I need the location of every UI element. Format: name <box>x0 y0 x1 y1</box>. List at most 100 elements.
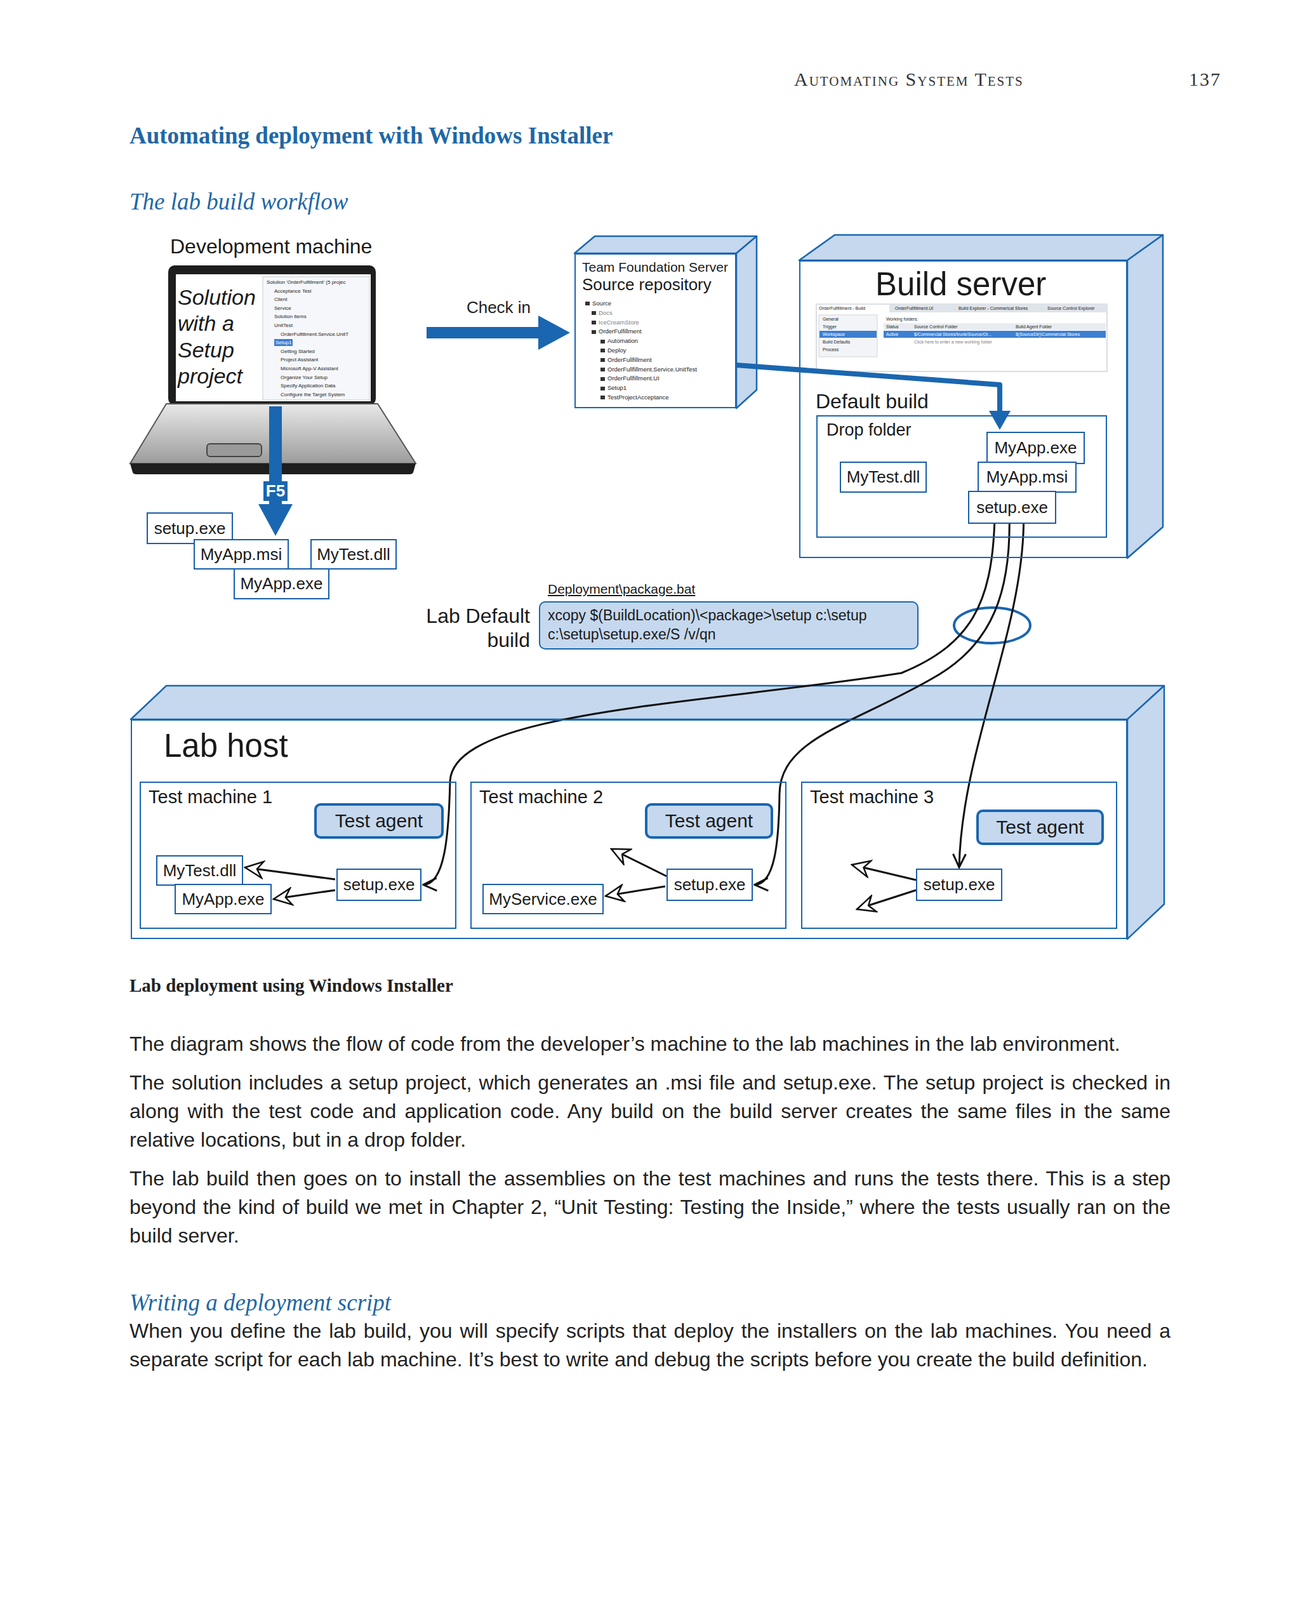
table-header <box>883 323 1106 331</box>
box-top-face <box>799 234 1163 261</box>
server-box: Build serverDefault buildDrop folderMyAp… <box>799 260 1128 558</box>
repository-item: OrderFullfillment <box>600 356 652 364</box>
node-label: MyService.exe <box>488 889 598 909</box>
repository-item: TestProjectAcceptance <box>600 393 670 402</box>
section-heading: Automating deployment with Windows Insta… <box>129 121 613 150</box>
screen-text: Organize Your Setup <box>280 373 328 381</box>
laptop-bezel <box>168 265 376 405</box>
figure-title: The lab build workflow <box>129 187 348 216</box>
file-box: MyService.exe <box>482 883 604 915</box>
test-machine-box: Test machine 1Test agentMyTest.dllMyApp.… <box>139 781 457 929</box>
screen-text: Acceptance Test <box>274 287 312 295</box>
body-paragraph: The solution includes a setup project, w… <box>129 1068 1171 1155</box>
screen-text: Setup1 <box>274 338 293 346</box>
body-paragraph: The diagram shows the flow of code from … <box>129 1029 1171 1059</box>
figure-caption: Lab deployment using Windows Installer <box>129 975 454 996</box>
node-label: MyApp.exe <box>239 573 323 594</box>
screen-text: Getting Started <box>280 347 315 355</box>
active-tab <box>816 304 890 313</box>
test-agent-box: Test agent <box>644 802 774 839</box>
node-label: Lab Default build <box>415 603 531 653</box>
selected-row <box>883 330 1106 338</box>
screen-text: Configure the Target System <box>280 391 345 398</box>
screenshot-text: Status <box>886 323 899 330</box>
box-top-face <box>574 236 757 254</box>
screenshot-nav: Trigger <box>822 323 837 330</box>
edge-label: F5 <box>263 481 288 501</box>
file-box: MyTest.dll <box>156 855 244 886</box>
test-machine-box: Test machine 3Test agent setup.exe <box>801 781 1118 929</box>
connector <box>423 523 995 885</box>
repository-item: Deploy <box>600 346 627 355</box>
repository-item: OrderFullfillment.Service.UnitTest <box>600 365 697 374</box>
node-label: setup.exe <box>674 874 746 895</box>
test-agent-box: Test agent <box>314 802 444 839</box>
node-label: MyApp.msi <box>986 467 1069 487</box>
repository-item: IceCreamStore <box>591 318 640 327</box>
screenshot-nav: Build Defaults <box>822 338 850 345</box>
body-text: The diagram shows the flow of code from … <box>129 1029 1171 1384</box>
drop-folder-box: Default buildDrop folderMyApp.exeMyTest.… <box>816 415 1108 538</box>
repository-box: Team Foundation ServerSource repositoryS… <box>574 253 737 409</box>
screenshot-text: Active <box>886 331 899 338</box>
box-side-face <box>1127 685 1165 939</box>
file-box: MyApp.exe <box>986 431 1085 465</box>
node-label: Test machine 3 <box>809 786 1116 808</box>
page-number: 137 <box>1188 68 1222 91</box>
screenshot-text: Working folders: <box>886 316 918 322</box>
node-label: setup.exe <box>976 497 1048 518</box>
node-label: MyTest.dll <box>163 860 237 881</box>
repository-item: Source <box>585 299 612 308</box>
connector <box>426 326 539 339</box>
test-agent-box: Test agent <box>976 809 1104 845</box>
node-label: Test agent <box>665 809 753 832</box>
screenshot-nav: Workspace <box>822 331 845 338</box>
tab-bar <box>816 304 1108 313</box>
connector <box>273 889 336 899</box>
nav-highlight <box>819 330 877 338</box>
screenshot-text: $(SourceDir)\Commercial Stores <box>1015 331 1080 338</box>
screenshot-text: $/Commercial Stores/trunk/Source/Or... <box>914 331 992 338</box>
repository-item: Docs <box>591 309 613 317</box>
file-box: MyTest.dll <box>310 538 397 570</box>
node-label: MyTest.dll <box>316 544 391 565</box>
connector <box>245 867 336 880</box>
screen-text: UnitTest <box>274 321 293 329</box>
node-label: Solution with a Setup project <box>177 284 261 390</box>
touchpad <box>206 443 262 457</box>
box-side-face <box>736 236 757 409</box>
screenshot-tab: Source Control Explorer <box>1047 305 1095 312</box>
install-arrow <box>856 889 916 909</box>
screenshot-nav: General <box>822 316 839 322</box>
repository-item: OrderFulfillment <box>591 327 642 336</box>
node-label: Source repository <box>582 274 736 295</box>
node-label: MyApp.exe <box>181 889 265 909</box>
body-paragraph: When you define the lab build, you will … <box>129 1316 1171 1374</box>
screenshot-text: Click here to enter a new working folder <box>914 338 993 345</box>
screenshot-text: Build Agent Folder <box>1015 323 1052 330</box>
file-box: setup.exe <box>915 868 1003 901</box>
build-definition-screenshot <box>816 304 1108 372</box>
subheading: Writing a deployment script <box>129 1287 1171 1317</box>
screenshot-tab: OrderFullfillment - Build <box>818 305 866 312</box>
box-top-face <box>130 685 1165 720</box>
screen-text: OrderFulfillment.Service.UnitT <box>280 330 349 338</box>
node-label: MyApp.msi <box>200 544 283 565</box>
node-label: Lab host <box>163 728 1127 764</box>
repository-item: OrderFullfillment.UI <box>600 374 660 383</box>
node-label: Team Foundation Server <box>582 259 736 275</box>
test-machine-box: Test machine 2Test agentMyService.exeset… <box>470 781 787 929</box>
lab-host-box: Lab hostTest machine 1Test agentMyTest.d… <box>130 719 1128 939</box>
file-box: MyApp.msi <box>193 538 289 570</box>
node-label: Build server <box>875 266 1127 303</box>
body-paragraph: The lab build then goes on to install th… <box>129 1164 1171 1250</box>
file-box: setup.exe <box>336 868 422 901</box>
node-label: Test agent <box>335 809 423 832</box>
node-label: Default build <box>815 389 929 414</box>
screen-text: Solution Items <box>274 312 307 320</box>
box-side-face <box>1127 234 1163 558</box>
node-label: setup.exe <box>343 874 416 895</box>
screen-text: Specify Application Data <box>280 382 336 390</box>
repository-item: Setup1 <box>600 384 627 392</box>
